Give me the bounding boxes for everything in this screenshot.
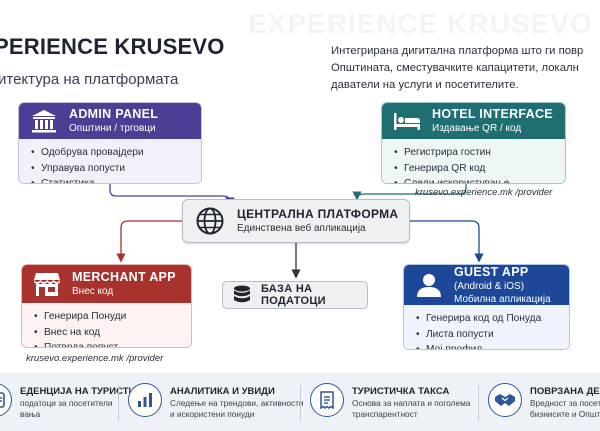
guest-app-title: GUEST APP: [454, 264, 529, 279]
feature-desc: и искористени понуди: [170, 409, 255, 419]
list-item: Мој профил: [416, 342, 569, 349]
central-platform-title: ЦЕНТРАЛНА ПЛАТФОРМА: [237, 207, 399, 221]
intro-line: Општината, сместувачките капацитети, лок…: [331, 62, 579, 74]
merchant-provider-link[interactable]: krusevo.experience.mk /provider: [26, 353, 164, 364]
feature-desc: Вредност за посети: [530, 398, 600, 408]
list-item: Внес на код: [34, 325, 191, 341]
merchant-app-title: MERCHANT APP: [72, 270, 176, 284]
admin-panel-header: ADMIN PANEL Општини / трговци: [19, 103, 201, 139]
guest-app-header: GUEST APP (Android & iOS) Мобилна аплика…: [404, 265, 569, 305]
database-icon: [233, 285, 251, 305]
handshake-icon: [488, 383, 522, 417]
list-item: Генерира QR код: [394, 161, 565, 177]
admin-panel-title: ADMIN PANEL: [69, 107, 159, 121]
hotel-interface-header: HOTEL INTERFACE Издавање QR / код: [382, 103, 565, 139]
feature-title: АНАЛИТИКА И УВИДИ: [170, 386, 275, 397]
list-item: Потврда попуст: [34, 340, 191, 347]
feature-title: ТУРИСТИЧКА ТАКСА: [352, 386, 450, 397]
list-item: Следи искористување: [394, 176, 565, 183]
feature-tourist-tax: ТУРИСТИЧКА ТАКСА Основа за наплата и пог…: [310, 383, 470, 420]
list-item: Генерира код од Понуда: [416, 311, 569, 327]
intro-line: даватели на услуги и посетителите.: [331, 79, 519, 91]
hotel-interface-box: HOTEL INTERFACE Издавање QR / код Регист…: [381, 102, 566, 184]
feature-analytics: АНАЛИТИКА И УВИДИ Следење на трендови, а…: [128, 383, 304, 420]
feature-desc: Следење на трендови, активности: [170, 398, 304, 408]
bed-icon: [392, 106, 422, 136]
feature-title: ПОВРЗАНА ДЕС: [530, 386, 600, 397]
central-platform-box: ЦЕНТРАЛНА ПЛАТФОРМА Единствена веб аплик…: [182, 199, 410, 243]
hotel-interface-subtitle: Издавање QR / код: [432, 123, 522, 134]
feature-connected-destination: ПОВРЗАНА ДЕС Вредност за посети бизнисит…: [488, 383, 600, 420]
arrow-central-to-guest: [410, 220, 484, 263]
guest-app-subtitle: Мобилна апликација: [454, 293, 551, 305]
admin-panel-list: Одобрува провајдери Управува попусти Ста…: [19, 139, 201, 183]
database-title: БАЗА НА ПОДАТОЦИ: [261, 283, 326, 307]
central-platform-subtitle: Единствена веб апликација: [237, 223, 366, 234]
list-item: Листа попусти: [416, 327, 569, 343]
page-title: PERIENCE KRUSEVO: [0, 34, 225, 59]
feature-title: ЕДЕНЦИЈА НА ТУРИСТИ: [20, 386, 136, 397]
arrow-central-to-merchant: [116, 220, 182, 263]
guest-app-box: GUEST APP (Android & iOS) Мобилна аплика…: [403, 264, 570, 350]
divider: [118, 385, 119, 421]
admin-panel-box: ADMIN PANEL Општини / трговци Одобрува п…: [18, 102, 202, 184]
receipt-icon: [310, 383, 344, 417]
feature-desc: Основа за наплата и поголема: [352, 398, 471, 408]
arrow-hotel-to-central: [352, 184, 467, 201]
hotel-interface-list: Регистрира гостин Генерира QR код Следи …: [382, 139, 565, 183]
list-item: Генерира Понуди: [34, 309, 191, 325]
merchant-app-subtitle: Внес код: [72, 286, 114, 297]
merchant-app-list: Генерира Понуди Внес на код Потврда попу…: [22, 303, 191, 347]
divider: [300, 385, 301, 421]
feature-desc: вања: [20, 409, 41, 419]
feature-desc: податоци за посетители: [20, 398, 113, 408]
merchant-app-header: MERCHANT APP Внес код: [22, 265, 191, 303]
admin-panel-subtitle: Општини / трговци: [69, 123, 156, 134]
guest-app-list: Генерира код од Понуда Листа попусти Мој…: [404, 305, 569, 349]
list-item: Одобрува провајдери: [31, 145, 201, 161]
intro-text: Интегрирана дигитална платформа што ги п…: [331, 43, 600, 94]
feature-desc: транспарентност: [352, 409, 418, 419]
feature-desc: бизнисите и Општи: [530, 409, 600, 419]
globe-icon: [195, 206, 225, 236]
list-item: Управува попусти: [31, 161, 201, 177]
hotel-interface-title: HOTEL INTERFACE: [432, 107, 553, 121]
watermark: EXPERIENCE KRUSEVO: [248, 8, 593, 39]
list-item: Регистрира гостин: [394, 145, 565, 161]
hotel-provider-link[interactable]: krusevo.experience.mk /provider: [415, 187, 553, 198]
storefront-icon: [32, 269, 62, 299]
id-card-icon: [0, 383, 12, 417]
merchant-app-box: MERCHANT APP Внес код Генерира Понуди Вн…: [21, 264, 192, 348]
building-icon: [29, 106, 59, 136]
divider: [478, 385, 479, 421]
page-subtitle: итектура на платформата: [0, 71, 179, 88]
feature-tourist-registration: ЕДЕНЦИЈА НА ТУРИСТИ податоци за посетите…: [0, 383, 135, 420]
list-item: Статистика: [31, 176, 201, 183]
guest-app-platforms: (Android & iOS): [454, 280, 525, 292]
user-icon: [414, 270, 444, 300]
intro-line: Интегрирана дигитална платформа што ги п…: [331, 45, 584, 57]
bar-chart-icon: [128, 383, 162, 417]
database-box: БАЗА НА ПОДАТОЦИ: [222, 281, 368, 309]
